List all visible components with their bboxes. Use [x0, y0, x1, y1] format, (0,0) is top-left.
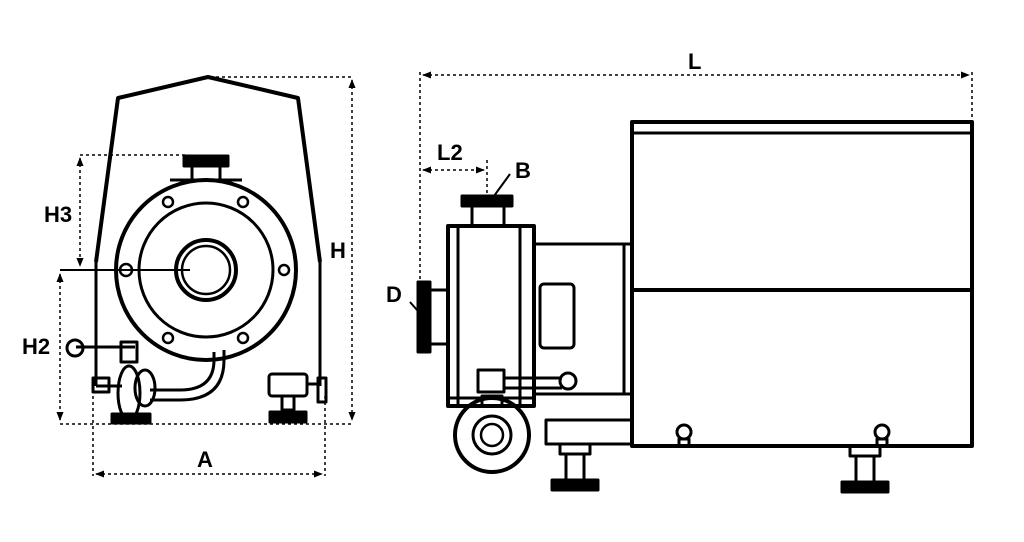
callout-label-D: D — [386, 282, 402, 307]
dimension-label-L2: L2 — [437, 140, 463, 165]
dimension-label-H2: H2 — [22, 334, 51, 359]
dimension-label-H: H — [330, 238, 346, 263]
side-valve — [453, 368, 578, 474]
front-right-foot — [267, 372, 328, 424]
side-adapter — [532, 242, 634, 396]
front-dimensions — [56, 76, 356, 478]
front-discharge-pipe — [150, 350, 226, 402]
callout-label-B: B — [515, 158, 531, 183]
front-top-outlet-neck — [190, 164, 222, 182]
side-base-frame — [544, 418, 634, 446]
side-feet — [550, 442, 890, 494]
side-dimensions — [409, 71, 973, 319]
front-valve — [65, 338, 157, 425]
side-motor-housing — [630, 120, 974, 448]
side-outlet-cap — [460, 194, 514, 208]
front-view — [65, 75, 328, 425]
dimension-label-A: A — [197, 447, 213, 472]
dimension-label-L: L — [688, 49, 702, 74]
side-view — [416, 120, 974, 494]
leader-B — [493, 173, 511, 197]
side-lifting-eyes — [675, 423, 891, 448]
dimension-label-H3: H3 — [44, 202, 73, 227]
side-outlet-neck — [470, 204, 506, 228]
front-shroud — [94, 75, 322, 263]
front-top-outlet-cap — [182, 154, 230, 168]
leader-D — [409, 301, 425, 319]
